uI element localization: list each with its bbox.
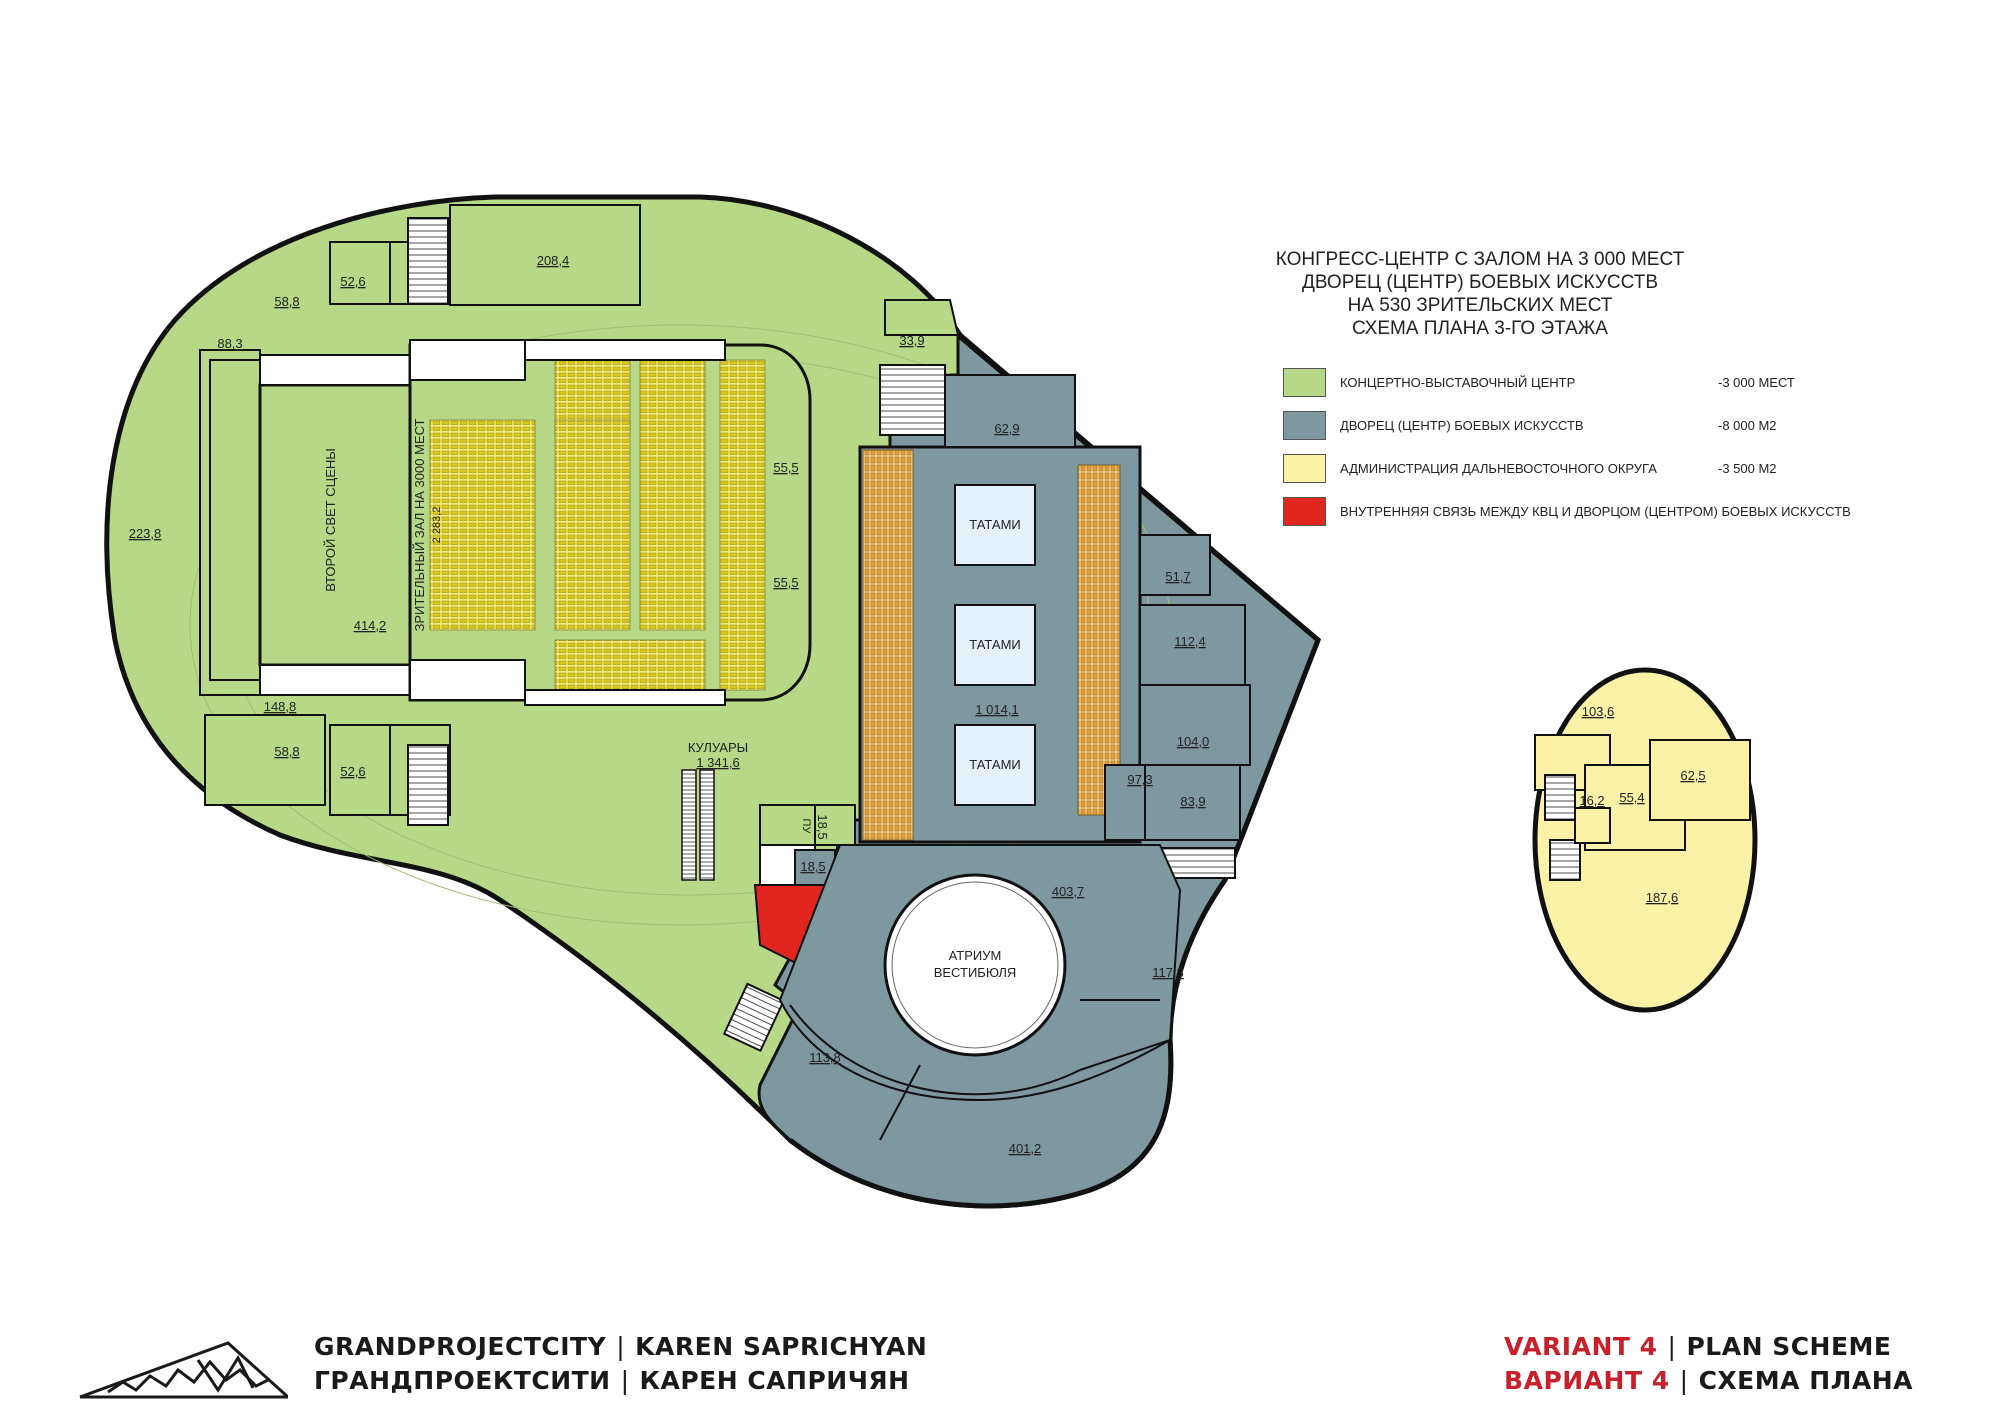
tatami-label-2: ТАТАМИ [969, 637, 1021, 652]
room-185a: 18,5 [800, 859, 825, 874]
plan-title: КОНГРЕСС-ЦЕНТР С ЗАЛОМ НА 3 000 МЕСТ ДВО… [1240, 248, 1720, 340]
separator: | [616, 1332, 626, 1361]
legend-label: ВНУТРЕННЯЯ СВЯЗЬ МЕЖДУ КВЦ И ДВОРЦОМ (ЦЕ… [1340, 504, 1851, 519]
room-625: 62,5 [1680, 768, 1705, 783]
room-339: 33,9 [899, 333, 924, 348]
author-en: KAREN SAPRICHYAN [635, 1332, 928, 1361]
legend-swatch-green [1283, 368, 1326, 397]
room-223: 223,8 [129, 526, 162, 541]
legend-label: АДМИНИСТРАЦИЯ ДАЛЬНЕВОСТОЧНОГО ОКРУГА [1340, 461, 1657, 476]
room-52a: 52,6 [340, 274, 365, 289]
room-208: 208,4 [537, 253, 570, 268]
legend-value: -3 500 М2 [1718, 461, 1777, 476]
room-839: 83,9 [1180, 794, 1205, 809]
room-162: 16,2 [1579, 793, 1604, 808]
atrium-label-2: ВЕСТИБЮЛЯ [934, 965, 1017, 980]
legend: КОНЦЕРТНО-ВЫСТАВОЧНЫЙ ЦЕНТР -3 000 МЕСТ … [1283, 368, 1923, 540]
scheme-ru: СХЕМА ПЛАНА [1698, 1366, 1913, 1395]
legend-item-yellow: АДМИНИСТРАЦИЯ ДАЛЬНЕВОСТОЧНОГО ОКРУГА -3… [1283, 454, 1923, 497]
variant-ru: ВАРИАНТ 4 [1504, 1366, 1670, 1395]
legend-value: -8 000 М2 [1718, 418, 1777, 433]
brand-ru: ГРАНДПРОЕКТСИТИ [314, 1366, 611, 1395]
separator: | [620, 1366, 630, 1395]
pk-label: ПУ [800, 819, 812, 835]
room-414: 414,2 [354, 618, 387, 633]
hall-area: 2 283,2 [431, 507, 443, 544]
variant-en: VARIANT 4 [1504, 1332, 1658, 1361]
room-58a: 58,8 [274, 294, 299, 309]
atrium [883, 873, 1067, 1057]
room-4037: 403,7 [1052, 884, 1085, 899]
room-629: 62,9 [994, 421, 1019, 436]
legend-swatch-red [1283, 497, 1326, 526]
right-rooms [1104, 534, 1251, 841]
atrium-label-1: АТРИУМ [949, 948, 1002, 963]
legend-value: -3 000 МЕСТ [1718, 375, 1795, 390]
tatami-mats [954, 484, 1036, 806]
room-1040: 104,0 [1177, 734, 1210, 749]
separator: | [1679, 1366, 1689, 1395]
room-555a: 55,5 [773, 460, 798, 475]
separator: | [1667, 1332, 1677, 1361]
brand-logo-icon [79, 1341, 288, 1399]
stage-label: ВТОРОЙ СВЕТ СЦЕНЫ [323, 448, 338, 592]
room-1173: 117,3 [1152, 965, 1184, 980]
legend-label: ДВОРЕЦ (ЦЕНТР) БОЕВЫХ ИСКУССТВ [1340, 418, 1584, 433]
room-10141: 1 014,1 [975, 702, 1018, 717]
room-1876: 187,6 [1646, 890, 1679, 905]
room-4012: 401,2 [1009, 1141, 1042, 1156]
title-line-4: СХЕМА ПЛАНА 3-ГО ЭТАЖА [1352, 318, 1608, 339]
legend-swatch-slate [1283, 411, 1326, 440]
tatami-label-3: ТАТАМИ [969, 757, 1021, 772]
room-517: 51,7 [1165, 569, 1190, 584]
room-88: 88,3 [217, 336, 242, 351]
room-1036: 103,6 [1582, 704, 1615, 719]
legend-item-green: КОНЦЕРТНО-ВЫСТАВОЧНЫЙ ЦЕНТР -3 000 МЕСТ [1283, 368, 1923, 411]
legend-item-slate: ДВОРЕЦ (ЦЕНТР) БОЕВЫХ ИСКУССТВ -8 000 М2 [1283, 411, 1923, 454]
title-line-1: КОНГРЕСС-ЦЕНТР С ЗАЛОМ НА 3 000 МЕСТ [1275, 249, 1685, 270]
auditorium-seating [429, 359, 766, 691]
legend-item-red: ВНУТРЕННЯЯ СВЯЗЬ МЕЖДУ КВЦ И ДВОРЦОМ (ЦЕ… [1283, 497, 1923, 540]
title-line-3: НА 530 ЗРИТЕЛЬСКИХ МЕСТ [1347, 295, 1613, 316]
scheme-en: PLAN SCHEME [1686, 1332, 1892, 1361]
tatami-label-1: ТАТАМИ [969, 517, 1021, 532]
hall-label: ЗРИТЕЛЬНЫЙ ЗАЛ НА 3000 МЕСТ [412, 418, 427, 631]
kuluary-label: КУЛУАРЫ [688, 740, 748, 755]
room-554: 55,4 [1619, 790, 1644, 805]
room-555b: 55,5 [773, 575, 798, 590]
room-973: 97,3 [1127, 772, 1152, 787]
room-52b: 52,6 [340, 764, 365, 779]
legend-label: КОНЦЕРТНО-ВЫСТАВОЧНЫЙ ЦЕНТР [1340, 375, 1576, 390]
room-1138: 113,8 [809, 1050, 841, 1065]
room-185b: 18,5 [815, 814, 830, 839]
room-148: 148,8 [264, 699, 297, 714]
legend-swatch-yellow [1283, 454, 1326, 483]
brand-en: GRANDPROJECTCITY [314, 1332, 607, 1361]
kuluary-area: 1 341,6 [696, 755, 739, 770]
footer-credits: GRANDPROJECTCITY|KAREN SAPRICHYAN ГРАНДП… [314, 1330, 927, 1398]
room-58b: 58,8 [274, 744, 299, 759]
footer-variant: VARIANT 4 | PLAN SCHEME ВАРИАНТ 4 | СХЕМА ПЛ… [1504, 1330, 1913, 1398]
title-line-2: ДВОРЕЦ (ЦЕНТР) БОЕВЫХ ИСКУССТВ [1302, 272, 1658, 293]
room-1124: 112,4 [1174, 634, 1206, 649]
author-ru: КАРЕН САПРИЧЯН [639, 1366, 910, 1395]
